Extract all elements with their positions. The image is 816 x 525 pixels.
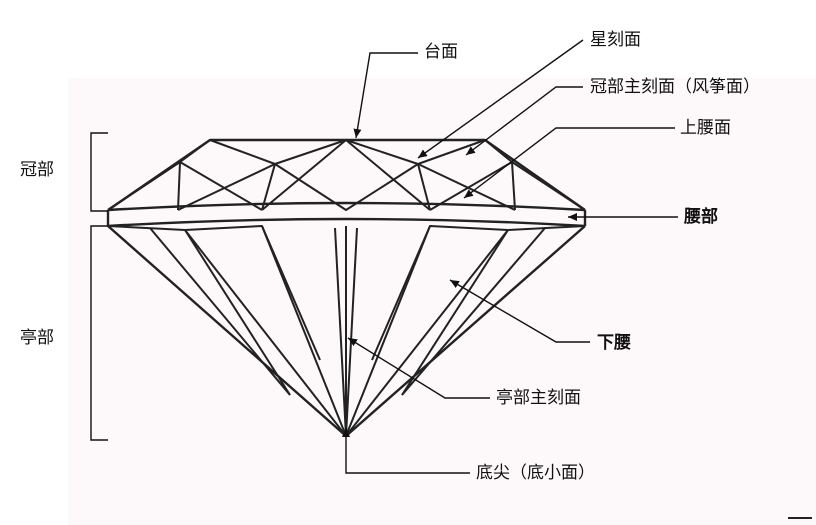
label-culet: 底尖（底小面） xyxy=(476,463,595,483)
corner-dash xyxy=(788,517,812,519)
label-upper-girdle-facet: 上腰面 xyxy=(680,118,731,138)
label-crown-main-facet: 冠部主刻面（风筝面） xyxy=(590,77,760,97)
crown-facets xyxy=(107,139,586,211)
label-lower-girdle: 下腰 xyxy=(597,333,631,353)
arrow-crown-main-facet xyxy=(465,86,583,156)
side-brackets xyxy=(90,132,108,441)
crown-bracket xyxy=(90,132,108,212)
annotation-arrows xyxy=(342,39,678,474)
arrow-lower-girdle xyxy=(449,279,590,343)
label-pavilion-main-facet: 亭部主刻面 xyxy=(496,388,581,408)
pavilion-bracket xyxy=(90,225,108,441)
arrow-table xyxy=(353,52,418,139)
label-girdle: 腰部 xyxy=(684,207,718,227)
label-pavilion: 亭部 xyxy=(20,328,54,348)
arrow-culet xyxy=(342,428,470,474)
label-table: 台面 xyxy=(424,42,458,62)
pavilion-facets xyxy=(107,225,586,437)
arrow-star-facet xyxy=(417,39,584,159)
label-star-facet: 星刻面 xyxy=(590,30,641,50)
arrow-pavilion-main xyxy=(347,337,490,399)
label-crown: 冠部 xyxy=(20,160,54,180)
arrow-upper-girdle xyxy=(463,127,675,199)
